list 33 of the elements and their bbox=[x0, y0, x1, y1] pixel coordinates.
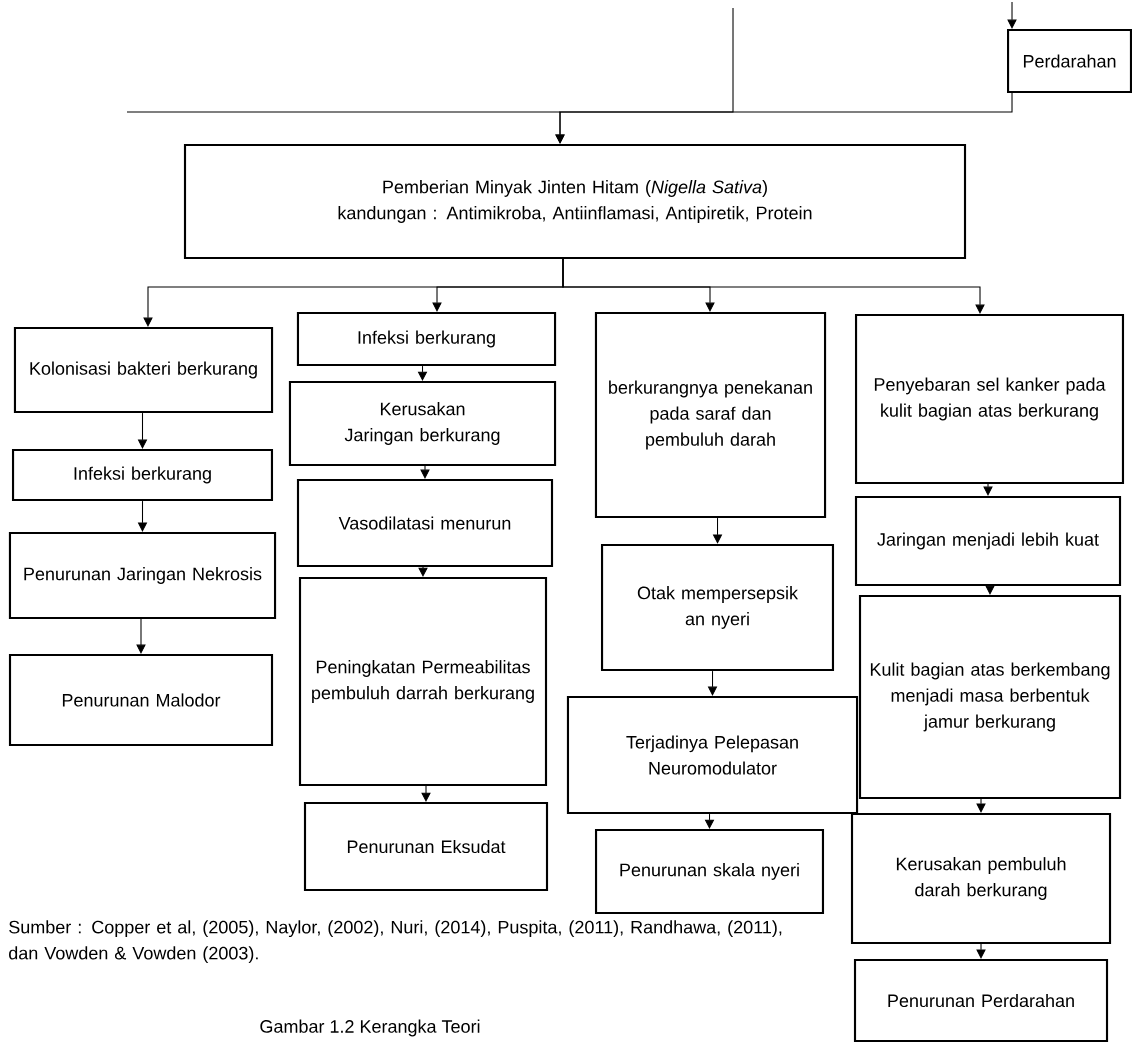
process-box: Kulit bagian atas berkembang menjadi masa berbentuk jamur berkurang bbox=[858, 594, 1122, 800]
arrow bbox=[985, 585, 995, 595]
process-box: Penurunan Malodor bbox=[8, 653, 274, 747]
process-box: Kerusakan Jaringan berkurang bbox=[288, 380, 557, 467]
process-box: Infeksi berkurang bbox=[296, 311, 557, 367]
arrow bbox=[136, 618, 146, 654]
caption: Gambar 1.2 Kerangka Teori bbox=[260, 1019, 480, 1037]
process-box: Otak mempersepsik an nyeri bbox=[600, 543, 835, 672]
arrow bbox=[1007, 1, 1017, 29]
process-box: berkurangnya penekanan pada saraf dan pembuluh darah bbox=[594, 311, 827, 519]
process-box: Pemberian Minyak Jinten Hitam (Nigella Sativa) kandungan : Antimikroba, Antiinflamasi, Antipiretik, Protein bbox=[183, 143, 967, 260]
process-box: Penurunan Eksudat bbox=[303, 801, 549, 892]
process-box: Kerusakan pembuluh darah berkurang bbox=[850, 812, 1112, 945]
arrow bbox=[983, 483, 993, 496]
arrow bbox=[420, 465, 430, 479]
source-note: Sumber : Copper et al, (2005), Naylor, (2002), Nuri, (2014), Puspita, (2011), Randhawa, (2011), dan Vowden & Vowden (2003). bbox=[9, 920, 782, 964]
process-box: Perdarahan bbox=[1006, 28, 1132, 94]
arrow bbox=[555, 92, 1013, 144]
process-box: Terjadinya Pelepasan Neuromodulator bbox=[566, 695, 859, 815]
process-box: Penurunan skala nyeri bbox=[594, 829, 825, 915]
process-box: Peningkatan Permeabilitas pembuluh darrah berkurang bbox=[298, 576, 548, 787]
process-box: Kolonisasi bakteri berkurang bbox=[13, 326, 274, 414]
arrow bbox=[562, 258, 985, 314]
arrow bbox=[976, 943, 986, 959]
process-box: Jaringan menjadi lebih kuat bbox=[854, 495, 1122, 587]
process-box: Infeksi berkurang bbox=[11, 448, 274, 502]
process-box: Penurunan Perdarahan bbox=[853, 958, 1109, 1043]
process-box: Vasodilatasi menurun bbox=[296, 478, 554, 568]
process-box: Penurunan Jaringan Nekrosis bbox=[8, 531, 277, 620]
arrow bbox=[421, 785, 431, 802]
process-box: Penyebaran sel kanker pada kulit bagian atas berkurang bbox=[854, 313, 1125, 485]
arrow bbox=[418, 566, 428, 577]
arrow bbox=[976, 798, 986, 813]
